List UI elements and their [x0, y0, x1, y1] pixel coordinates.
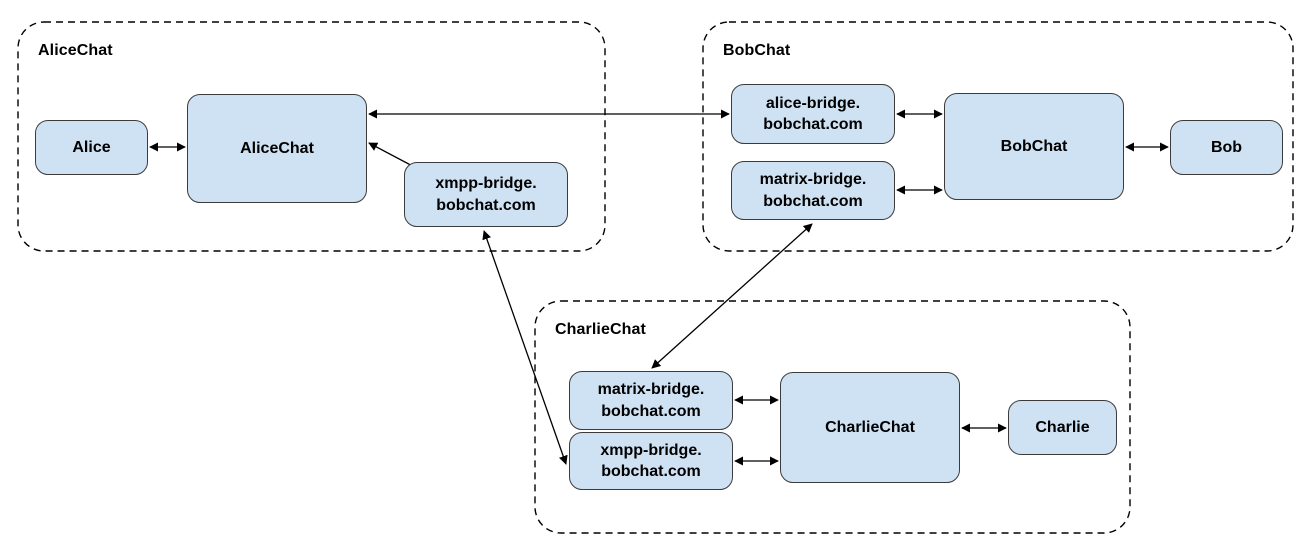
group-boundary-alicechat-group [17, 21, 606, 252]
group-label-charliechat-group: CharlieChat [555, 321, 646, 338]
node-label-bob-matrix-bridge: matrix-bridge. bobchat.com [759, 171, 867, 210]
node-label-alice: Alice [72, 138, 111, 156]
node-label-charlie-matrix-bridge: matrix-bridge. bobchat.com [597, 381, 705, 420]
node-alice[interactable]: Alice [35, 120, 148, 175]
group-label-alicechat-group: AliceChat [38, 42, 113, 59]
node-charliechat[interactable]: CharlieChat [780, 372, 960, 483]
node-bob-alice-bridge[interactable]: alice-bridge. bobchat.com [731, 84, 895, 144]
group-boundary-bobchat-group [702, 21, 1294, 252]
node-label-alice-xmpp-bridge: xmpp-bridge. bobchat.com [435, 175, 537, 214]
node-bob[interactable]: Bob [1170, 120, 1283, 175]
node-alice-xmpp-bridge[interactable]: xmpp-bridge. bobchat.com [404, 162, 568, 227]
node-label-bobchat: BobChat [1000, 137, 1068, 155]
node-label-bob-alice-bridge: alice-bridge. bobchat.com [763, 94, 863, 133]
node-label-charliechat: CharlieChat [825, 418, 915, 436]
node-bobchat[interactable]: BobChat [944, 93, 1124, 200]
node-charlie[interactable]: Charlie [1008, 400, 1117, 455]
node-label-charlie-xmpp-bridge: xmpp-bridge. bobchat.com [600, 441, 702, 480]
node-label-alicechat: AliceChat [240, 139, 314, 157]
group-label-bobchat-group: BobChat [723, 42, 791, 59]
node-label-charlie: Charlie [1035, 418, 1090, 436]
node-label-bob: Bob [1210, 138, 1243, 156]
node-bob-matrix-bridge[interactable]: matrix-bridge. bobchat.com [731, 161, 895, 220]
node-alicechat[interactable]: AliceChat [187, 94, 367, 203]
node-charlie-matrix-bridge[interactable]: matrix-bridge. bobchat.com [569, 371, 733, 430]
node-charlie-xmpp-bridge[interactable]: xmpp-bridge. bobchat.com [569, 432, 733, 490]
